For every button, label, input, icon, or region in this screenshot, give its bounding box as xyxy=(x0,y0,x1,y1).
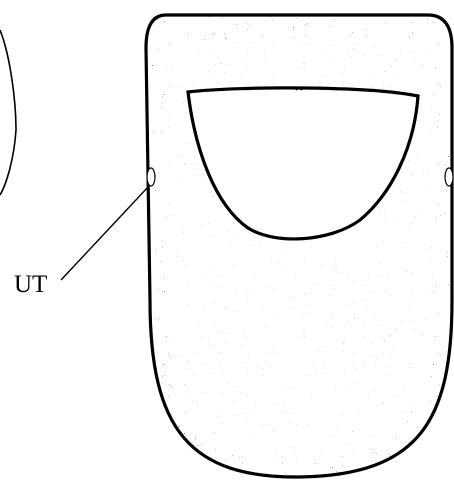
ut-leader-line xyxy=(61,186,149,280)
left-specimen-fragment xyxy=(0,30,18,200)
lateral-pore-right xyxy=(445,168,453,186)
ut-label: UT xyxy=(14,271,47,298)
lateral-pore-left xyxy=(147,168,155,186)
main-specimen xyxy=(140,10,454,480)
ut-annotation: UT xyxy=(14,186,149,298)
